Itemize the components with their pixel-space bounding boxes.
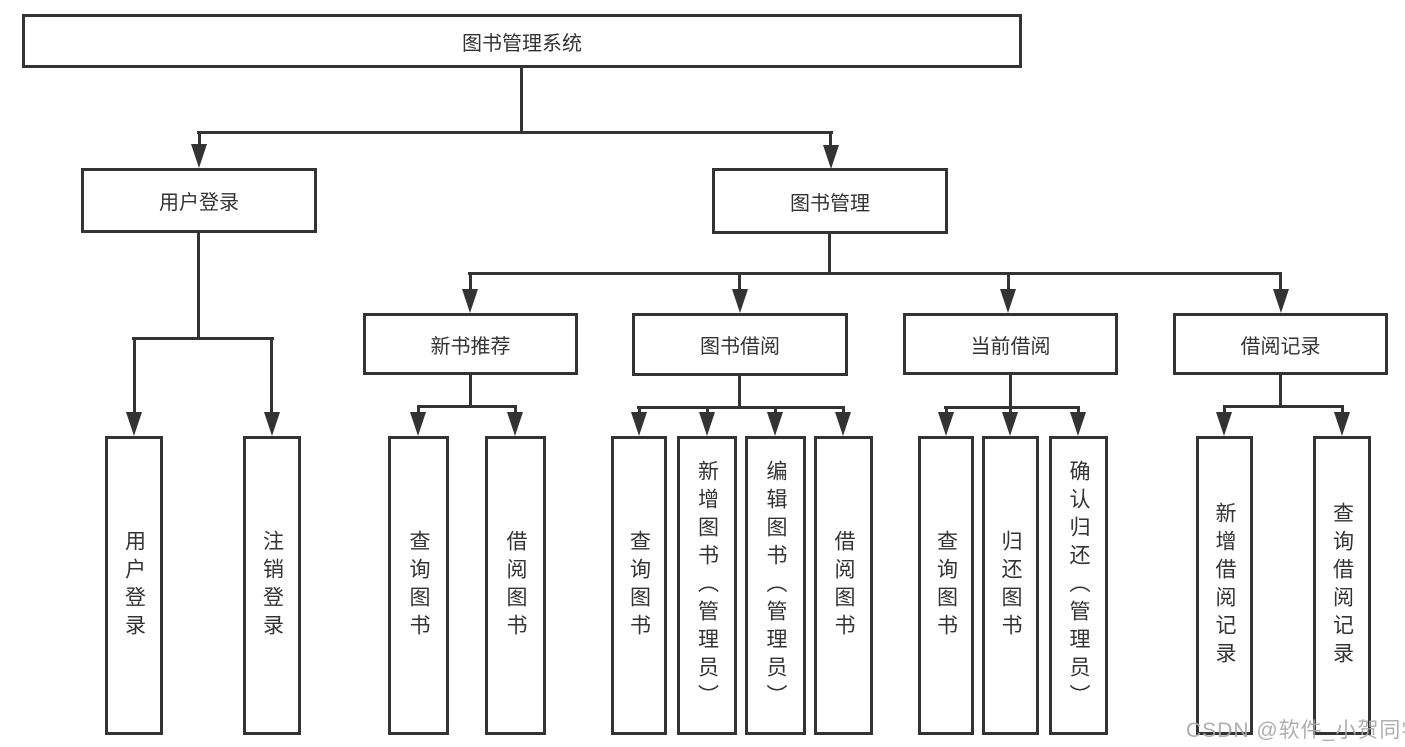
connector-line — [514, 405, 517, 415]
leaf-query-books-borrowing: 查询图书 — [611, 436, 667, 735]
leaf-add-borrow-record-label: 新增借阅记录 — [1213, 501, 1236, 670]
arrow-down-icon — [767, 412, 783, 436]
connector-line — [828, 234, 831, 275]
leaf-logout-label: 注销登录 — [260, 529, 284, 642]
leaf-add-books-admin: 新增图书（管理员） — [677, 436, 737, 735]
connector-line — [1223, 405, 1344, 408]
node-user-login-label: 用户登录 — [159, 192, 239, 214]
arrow-down-icon — [507, 412, 523, 436]
arrow-down-icon — [1334, 412, 1350, 436]
leaf-logout: 注销登录 — [243, 436, 301, 735]
connector-line — [637, 406, 845, 409]
leaf-query-books-current-label: 查询图书 — [934, 529, 958, 642]
connector-line — [706, 406, 709, 415]
arrow-down-icon — [1000, 289, 1016, 313]
connector-line — [1009, 406, 1012, 415]
connector-line — [774, 406, 777, 415]
leaf-query-books-recommend-label: 查询图书 — [407, 529, 430, 642]
leaf-borrow-books-recommend: 借阅图书 — [485, 436, 546, 735]
connector-line — [738, 375, 741, 408]
connector-line — [1279, 375, 1282, 407]
arrow-down-icon — [823, 145, 839, 169]
arrow-down-icon — [264, 412, 280, 436]
arrow-down-icon — [699, 412, 715, 436]
connector-line — [1007, 272, 1010, 291]
connector-line — [1223, 405, 1226, 415]
leaf-add-borrow-record: 新增借阅记录 — [1196, 436, 1253, 735]
arrow-down-icon — [631, 412, 647, 436]
leaf-confirm-return-admin: 确认归还（管理员） — [1049, 436, 1108, 735]
node-book-borrowing: 图书借阅 — [632, 313, 848, 376]
connector-line — [417, 405, 420, 415]
arrow-down-icon — [1070, 412, 1086, 436]
connector-line — [1077, 406, 1080, 415]
node-book-borrowing-label: 图书借阅 — [700, 336, 780, 358]
leaf-return-books: 归还图书 — [982, 436, 1039, 735]
arrow-down-icon — [126, 412, 142, 436]
connector-line — [1009, 375, 1012, 408]
leaf-borrow-books-borrowing: 借阅图书 — [814, 436, 873, 735]
node-new-book-recommend-label: 新书推荐 — [430, 335, 511, 358]
node-book-management: 图书管理 — [712, 168, 948, 234]
connector-line — [520, 68, 523, 134]
leaf-edit-books-admin-label: 编辑图书（管理员） — [764, 459, 787, 712]
leaf-query-books-recommend: 查询图书 — [388, 436, 449, 735]
leaf-query-books-current: 查询图书 — [918, 436, 974, 735]
connector-line — [197, 131, 833, 134]
connector-line — [270, 337, 273, 414]
connector-line — [738, 272, 741, 291]
connector-line — [1279, 272, 1282, 291]
connector-line — [197, 233, 200, 340]
connector-line — [132, 337, 274, 340]
node-library-management-system: 图书管理系统 — [22, 14, 1022, 68]
connector-line — [468, 272, 1282, 275]
leaf-query-books-borrowing-label: 查询图书 — [627, 529, 651, 642]
connector-line — [417, 405, 517, 408]
arrow-down-icon — [410, 412, 426, 436]
watermark: CSDN @软件_小贺同学 — [1186, 719, 1405, 742]
arrow-down-icon — [1273, 289, 1289, 313]
connector-line — [133, 337, 136, 414]
connector-line — [638, 406, 641, 415]
node-new-book-recommend: 新书推荐 — [363, 313, 578, 375]
leaf-user-login-label: 用户登录 — [122, 529, 146, 642]
arrow-down-icon — [835, 412, 851, 436]
node-user-login: 用户登录 — [81, 168, 317, 233]
node-borrowing-records-label: 借阅记录 — [1240, 335, 1321, 358]
leaf-borrow-books-borrowing-label: 借阅图书 — [832, 529, 855, 642]
connector-line — [945, 406, 948, 415]
arrow-down-icon — [462, 289, 478, 313]
arrow-down-icon — [732, 289, 748, 313]
leaf-add-books-admin-label: 新增图书（管理员） — [695, 459, 719, 712]
node-current-borrowing: 当前借阅 — [903, 313, 1118, 375]
connector-line — [469, 272, 472, 291]
arrow-down-icon — [1002, 412, 1018, 436]
leaf-confirm-return-admin-label: 确认归还（管理员） — [1067, 459, 1090, 712]
arrow-down-icon — [191, 144, 207, 168]
leaf-return-books-label: 归还图书 — [999, 529, 1022, 642]
connector-line — [829, 131, 832, 147]
leaf-edit-books-admin: 编辑图书（管理员） — [745, 436, 806, 735]
leaf-query-borrow-record: 查询借阅记录 — [1313, 436, 1371, 735]
connector-line — [842, 406, 845, 415]
node-current-borrowing-label: 当前借阅 — [970, 335, 1051, 358]
node-library-management-system-label: 图书管理系统 — [462, 32, 582, 55]
leaf-borrow-books-recommend-label: 借阅图书 — [504, 529, 527, 642]
connector-line — [469, 375, 472, 407]
arrow-down-icon — [938, 412, 954, 436]
connector-line — [1341, 405, 1344, 415]
connector-line — [198, 131, 201, 146]
leaf-query-borrow-record-label: 查询借阅记录 — [1330, 501, 1354, 670]
connector-line — [944, 406, 1080, 409]
node-book-management-label: 图书管理 — [790, 192, 870, 215]
leaf-user-login: 用户登录 — [105, 436, 163, 735]
node-borrowing-records: 借阅记录 — [1173, 313, 1388, 375]
arrow-down-icon — [1216, 412, 1232, 436]
